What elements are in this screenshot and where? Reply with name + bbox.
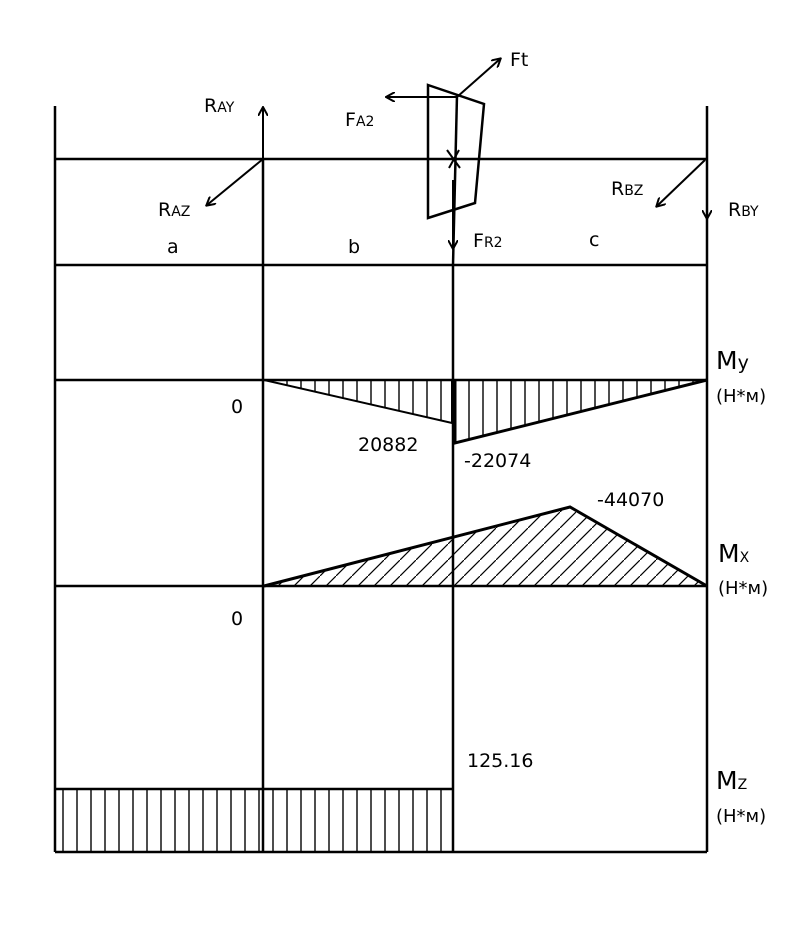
mz-unit: (H*м) — [716, 806, 766, 827]
segment-b-label: b — [348, 236, 360, 258]
segment-a-label: a — [167, 236, 179, 258]
ft-arrow — [456, 59, 500, 98]
my-unit: (H*м) — [716, 386, 766, 407]
fa2-label: FA2 — [345, 109, 374, 131]
gear-wheel-shape — [426, 83, 486, 220]
fr2-label: FR2 — [473, 230, 503, 252]
rbz-arrow — [657, 159, 706, 206]
my-zero-label: 0 — [231, 396, 243, 418]
ft-label: Ft — [510, 49, 528, 71]
my-diagram — [263, 378, 708, 445]
rbz-label: RBZ — [611, 178, 643, 200]
mx-diagram — [263, 505, 708, 588]
ray-label: RAY — [204, 95, 235, 117]
mz-value-125-16: 125.16 — [467, 750, 533, 772]
my-symbol: My — [716, 346, 749, 375]
segment-c-label: c — [589, 229, 599, 251]
mx-unit: (H*м) — [718, 578, 768, 599]
mz-symbol: MZ — [716, 766, 747, 795]
mx-symbol: MX — [718, 539, 750, 568]
my-value-22074: -22074 — [464, 450, 531, 472]
gear-center-mark — [446, 149, 461, 169]
mx-zero-label: 0 — [231, 608, 243, 630]
rby-label: RBY — [728, 199, 759, 221]
mx-value-44070: -44070 — [597, 489, 664, 511]
raz-label: RAZ — [158, 199, 190, 221]
raz-arrow — [207, 158, 264, 205]
my-value-20882: 20882 — [358, 434, 418, 456]
mz-diagram — [55, 789, 453, 852]
